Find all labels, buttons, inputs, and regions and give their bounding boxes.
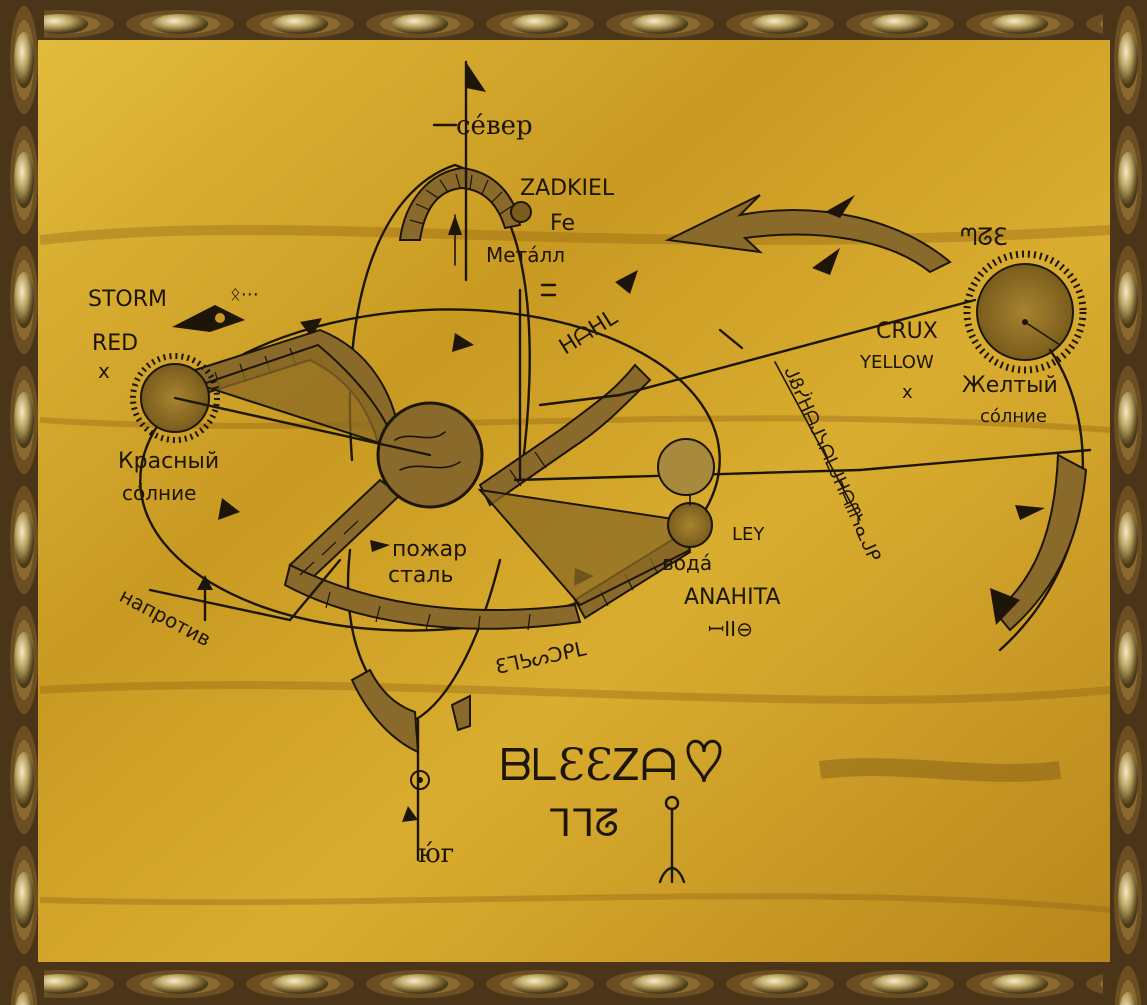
storm-label: STORM [88,287,167,312]
fire-label: пожар [392,537,467,562]
red-sun-label: Красный [118,449,219,474]
bottom-glyph-1: ᗷᒪƐƐᏃᗩ [500,740,677,791]
frame-left-ornaments [0,0,44,1005]
yellow-x-label: x [902,382,913,403]
red-label: RED [92,331,138,356]
water-label: водá [662,551,712,575]
crux-label: CRUX [876,319,938,344]
yellow-label: YELLOW [859,352,934,373]
bottom-glyph-2: ᒣᒣᘔ [548,801,619,845]
zadkiel-label: ZADKIEL [520,176,615,201]
south-label: ю́г [418,839,454,869]
oze-glyph: ᘉᘔƐ [960,223,1008,251]
red-x-label: x [98,359,110,383]
frame-top-ornaments [0,0,1147,46]
anahita-label: ANAHITA [684,585,780,610]
frame-bottom-ornaments [0,959,1147,1005]
steel-label: сталь [388,563,453,588]
north-text: сéвер [456,111,533,141]
ley-label: LEY [732,524,765,545]
metal-label: Метáлл [486,243,565,267]
storm-glyph: ᛟ⋯ [230,284,259,305]
yellow-sun-sublabel: сóлние [980,406,1047,427]
yellow-sun-label: Желтый [962,373,1058,398]
anahita-glyph: ꟷII⊖ [708,617,753,641]
red-sun-sublabel: сóлние [122,481,196,505]
zadkiel-sub-label: Fe [550,211,575,236]
